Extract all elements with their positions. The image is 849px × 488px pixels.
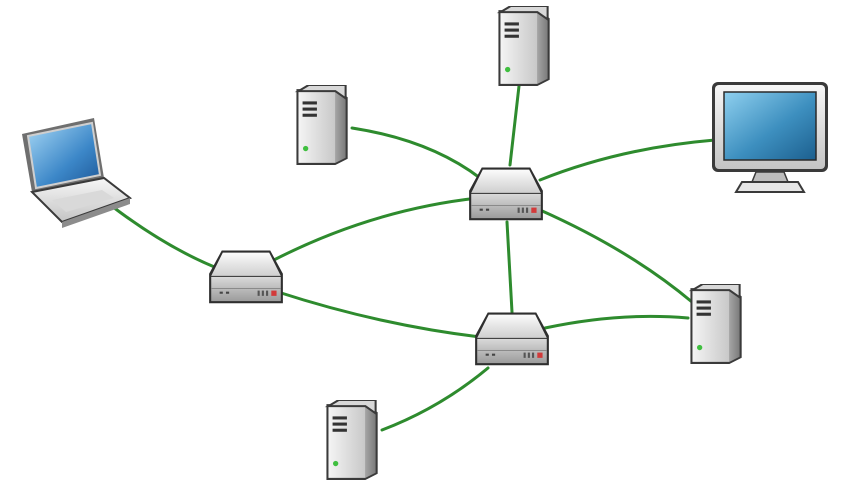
link-switch-left-switch-bottom bbox=[276, 290, 482, 339]
link-switch-top-server-top bbox=[508, 84, 521, 167]
link-switch-bottom-server-right bbox=[543, 314, 690, 330]
server-bottom-icon bbox=[325, 400, 379, 481]
laptop-icon bbox=[22, 118, 133, 228]
link-laptop-switch-left bbox=[111, 205, 224, 272]
link-switch-bottom-server-bottom bbox=[380, 366, 490, 432]
switch-left-icon bbox=[208, 250, 284, 304]
link-switch-top-server-top-left bbox=[350, 126, 482, 180]
server-right-icon bbox=[689, 284, 743, 365]
switch-bottom-icon bbox=[474, 312, 550, 366]
link-switch-top-server-right bbox=[538, 208, 694, 304]
server-top-icon bbox=[497, 6, 551, 87]
link-switch-left-switch-top bbox=[268, 196, 480, 264]
link-switch-top-monitor bbox=[538, 138, 717, 182]
link-switch-top-switch-bottom bbox=[505, 220, 514, 314]
links bbox=[111, 84, 717, 432]
switch-top-icon bbox=[468, 167, 544, 221]
monitor-icon bbox=[712, 82, 828, 193]
server-top-left-icon bbox=[295, 85, 349, 166]
